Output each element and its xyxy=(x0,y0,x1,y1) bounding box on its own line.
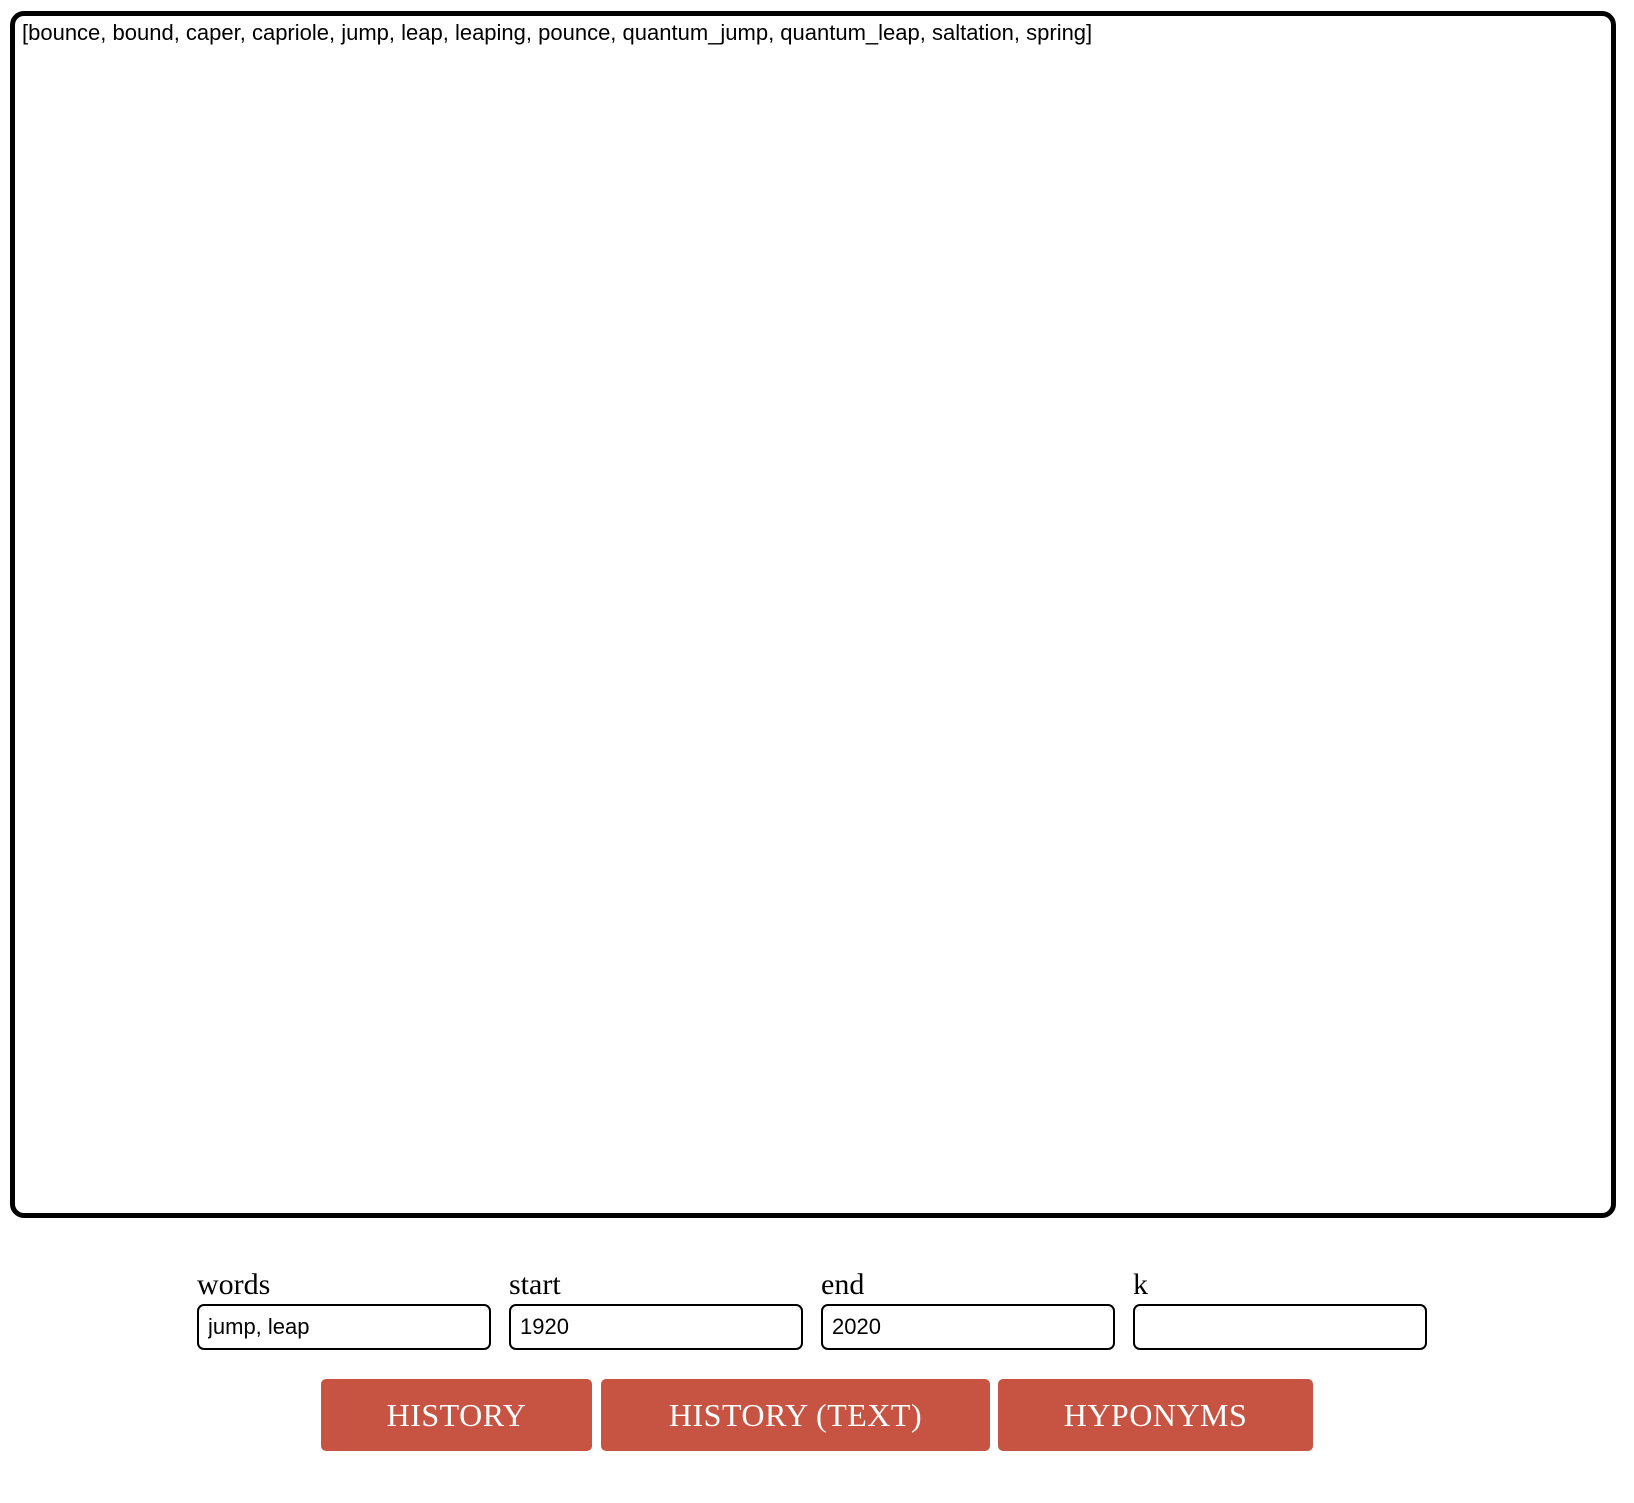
words-input[interactable] xyxy=(197,1304,491,1350)
history-button[interactable]: HISTORY xyxy=(321,1379,592,1451)
start-label: start xyxy=(509,1268,561,1301)
history-text-button[interactable]: HISTORY (TEXT) xyxy=(601,1379,990,1451)
end-field-group: end xyxy=(821,1268,1115,1350)
output-text: [bounce, bound, caper, capriole, jump, l… xyxy=(22,20,1093,45)
end-input[interactable] xyxy=(821,1304,1115,1350)
words-label: words xyxy=(197,1268,271,1301)
k-field-group: k xyxy=(1133,1268,1427,1350)
words-field-group: words xyxy=(197,1268,491,1350)
k-input[interactable] xyxy=(1133,1304,1427,1350)
start-field-group: start xyxy=(509,1268,803,1350)
output-panel: [bounce, bound, caper, capriole, jump, l… xyxy=(10,11,1616,1218)
end-label: end xyxy=(821,1268,865,1301)
k-label: k xyxy=(1133,1268,1148,1301)
hyponyms-button[interactable]: HYPONYMS xyxy=(998,1379,1313,1451)
start-input[interactable] xyxy=(509,1304,803,1350)
